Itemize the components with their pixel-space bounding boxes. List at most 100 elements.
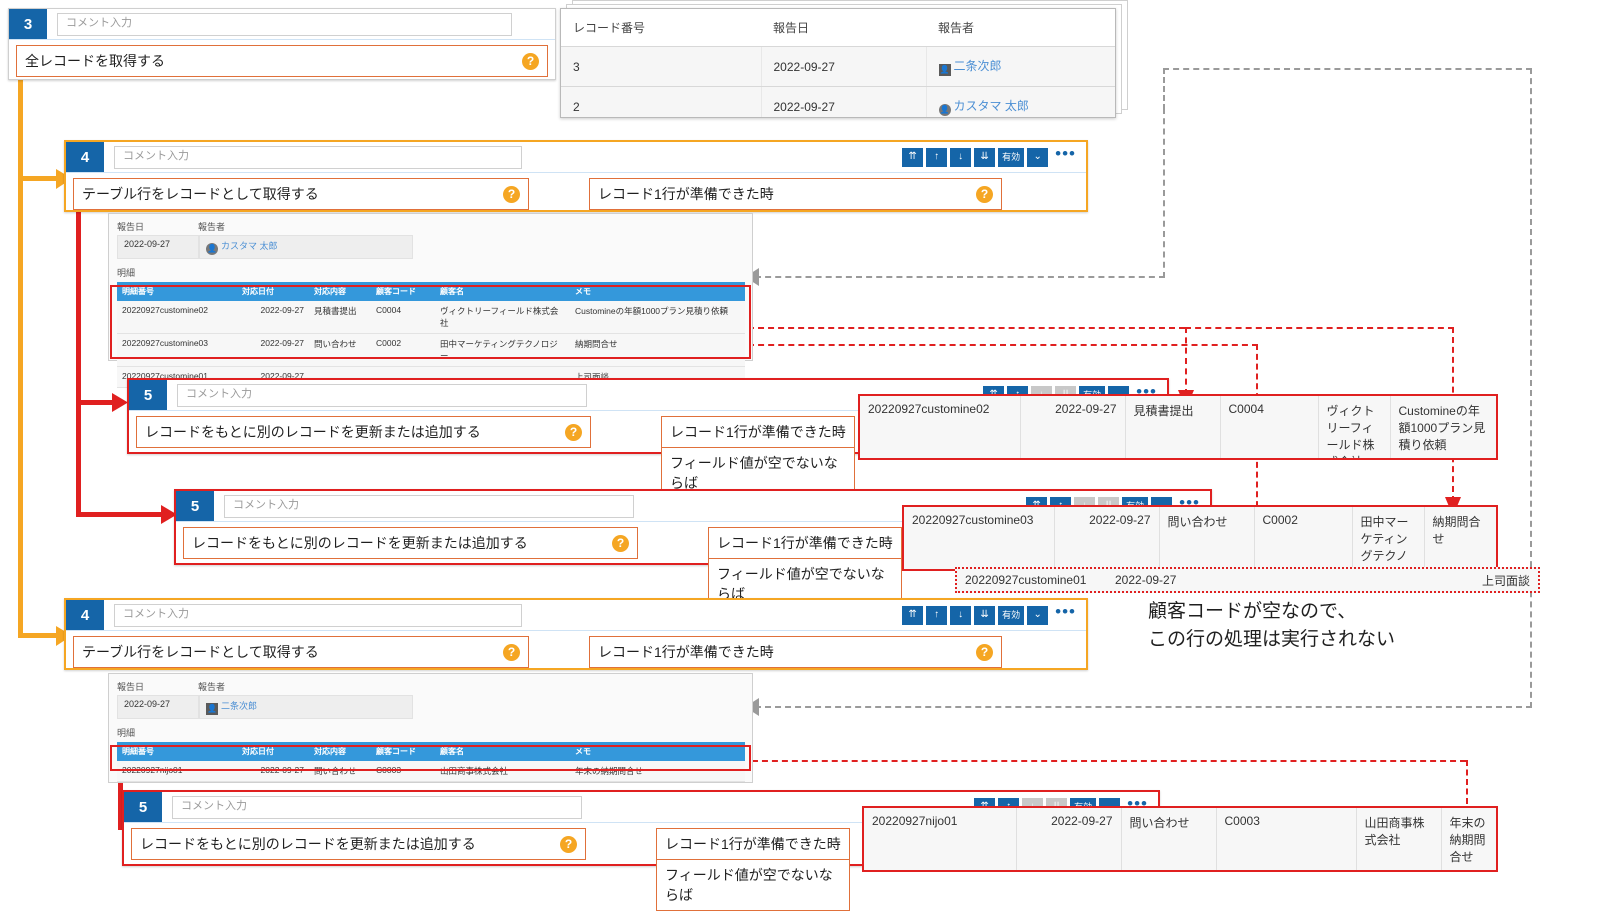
dashed-red-down-a (1185, 327, 1187, 395)
help-icon[interactable]: ? (522, 52, 539, 70)
dashed-grey-left-a (1163, 68, 1165, 110)
cell-customer-code[interactable]: C0003 (1216, 808, 1357, 870)
more-menu-icon[interactable]: ••• (1055, 144, 1076, 163)
cell-customer-code[interactable]: C0004 (371, 301, 435, 334)
step-4a-action-box[interactable]: テーブル行をレコードとして取得する ? (73, 178, 529, 210)
table-row[interactable]: 20220927customine02 2022-09-27 見積書提出 C00… (117, 301, 745, 334)
cell-customer-name: 山田商事株式会社 (1356, 808, 1442, 870)
table-row[interactable]: 20220927customine03 2022-09-27 問い合わせ C00… (904, 507, 1496, 569)
cell-date: 2022-09-27 (237, 301, 309, 334)
dashed-red-top-a (748, 327, 1185, 329)
connector-red-trunk-a (76, 212, 81, 512)
table-row[interactable]: 3 2022-09-27 👤二条次郎 (561, 46, 1115, 87)
step-4a-condition-box[interactable]: レコード1行が準備できた時 ? (589, 178, 1002, 210)
cell-date: 2022-09-27 (1020, 396, 1126, 458)
annotation-text: 顧客コードが空なので、 この行の処理は実行されない (1148, 598, 1548, 653)
more-menu-icon[interactable]: ••• (1055, 602, 1076, 621)
skipped-row-memo: 上司面談 (1481, 573, 1530, 588)
step-5a-condition-1[interactable]: レコード1行が準備できた時 (661, 416, 855, 448)
step-5b-comment-input[interactable]: コメント入力 (224, 495, 634, 518)
step-4a-comment-input[interactable]: コメント入力 (114, 146, 522, 169)
reporter-link[interactable]: 二条次郎 (953, 59, 1002, 73)
help-icon[interactable]: ? (612, 534, 629, 552)
reporter-link[interactable]: カスタマ 太郎 (953, 99, 1029, 113)
cell-content: 問い合わせ (1121, 808, 1217, 870)
step-5c-comment-input[interactable]: コメント入力 (172, 796, 582, 819)
move-top-button[interactable]: ⇈ (902, 147, 924, 167)
chevron-down-icon[interactable]: ⌄ (1027, 605, 1049, 625)
move-bottom-button[interactable]: ⇊ (974, 147, 996, 167)
dashed-red-c-join (748, 344, 1258, 346)
cell-meisai-no: 20220927customine02 (117, 301, 237, 334)
step-4b-action-box[interactable]: テーブル行をレコードとして取得する ? (73, 636, 529, 668)
dashed-grey-drop-a (1163, 108, 1165, 278)
skipped-row-no: 20220927customine01 (965, 573, 1087, 587)
reporter-link[interactable]: 二条次郎 (221, 701, 258, 711)
table-row[interactable]: 20220927nijo01 2022-09-27 問い合わせ C0003 山田… (864, 808, 1496, 870)
step-4b-comment-input[interactable]: コメント入力 (114, 604, 522, 627)
record-list-col-date: 報告日 (761, 9, 926, 47)
enabled-badge[interactable]: 有効 (998, 147, 1025, 167)
move-down-button[interactable]: ↓ (950, 605, 972, 625)
help-icon[interactable]: ? (976, 185, 993, 203)
step-5a-body: レコードをもとに別のレコードを更新または追加する ? レコード1行が準備できた時… (129, 411, 1167, 504)
detail-panel-b: 報告日 報告者 2022-09-27 👤二条次郎 明細 明細番号 対応日付 対応… (108, 673, 753, 783)
cell-memo: 納期問合せ (1424, 507, 1496, 569)
table-row[interactable]: 2 2022-09-27 👤カスタマ 太郎 (561, 86, 1115, 117)
reporter-label: 報告者 (198, 222, 226, 232)
subtable-label: 明細 (117, 728, 136, 738)
step-3-comment-input[interactable]: コメント入力 (57, 13, 512, 36)
dashed-grey-vertical (1530, 68, 1532, 708)
cell-date: 2022-09-27 (237, 761, 309, 782)
move-bottom-button[interactable]: ⇊ (974, 605, 996, 625)
col-meisai-no: 明細番号 (117, 742, 237, 761)
step-5b-action-box[interactable]: レコードをもとに別のレコードを更新または追加する ? (183, 527, 638, 559)
reporter-value: 👤カスタマ 太郎 (199, 235, 413, 259)
cell-customer-code[interactable]: C0003 (371, 761, 435, 782)
cell-customer-code[interactable]: C0004 (1220, 396, 1319, 458)
help-icon[interactable]: ? (503, 643, 520, 661)
move-top-button[interactable]: ⇈ (902, 605, 924, 625)
step-5b-condition-1[interactable]: レコード1行が準備できた時 (708, 527, 902, 559)
cell-customer-code[interactable]: C0002 (1254, 507, 1353, 569)
table-row[interactable]: 20220927customine02 2022-09-27 見積書提出 C00… (860, 396, 1496, 458)
help-icon[interactable]: ? (976, 643, 993, 661)
step-4b-card[interactable]: 4 コメント入力 ⇈ ↑ ↓ ⇊ 有効 ⌄ ••• テーブル行をレコードとして取… (64, 598, 1088, 670)
table-row[interactable]: 20220927customine03 2022-09-27 問い合わせ C00… (117, 333, 745, 367)
detail-b-header-row: 明細番号 対応日付 対応内容 顧客コード 顧客名 メモ (117, 742, 745, 761)
cell-customer-code[interactable]: C0002 (371, 333, 435, 367)
cell-content: 問い合わせ (309, 761, 371, 782)
chevron-down-icon[interactable]: ⌄ (1027, 147, 1049, 167)
move-up-button[interactable]: ↑ (926, 605, 948, 625)
avatar-square-icon: 👤 (206, 703, 218, 715)
step-5a-comment-input[interactable]: コメント入力 (177, 384, 587, 407)
dashed-red-bottom-down (1466, 760, 1468, 823)
help-icon[interactable]: ? (565, 423, 582, 441)
step-5c-action-box[interactable]: レコードをもとに別のレコードを更新または追加する ? (131, 828, 586, 860)
step-4a-card[interactable]: 4 コメント入力 ⇈ ↑ ↓ ⇊ 有効 ⌄ ••• テーブル行をレコードとして取… (64, 140, 1088, 212)
reporter-link[interactable]: カスタマ 太郎 (221, 241, 278, 251)
step-4b-number: 4 (66, 600, 104, 630)
move-up-button[interactable]: ↑ (926, 147, 948, 167)
help-icon[interactable]: ? (503, 185, 520, 203)
step-4b-condition-box[interactable]: レコード1行が準備できた時 ? (589, 636, 1002, 668)
step-5c-condition-2[interactable]: フィールド値が空でないならば (656, 860, 850, 911)
table-row[interactable]: 20220927nijo01 2022-09-27 問い合わせ C0003 山田… (117, 761, 745, 782)
cell-date: 2022-09-27 (1016, 808, 1122, 870)
arrowhead-red-step5a (112, 393, 128, 412)
help-icon[interactable]: ? (560, 835, 577, 853)
step-3-card[interactable]: 3 コメント入力 全レコードを取得する ? (8, 8, 556, 80)
cell-date: 2022-09-27 (1054, 507, 1160, 569)
step-3-action-box[interactable]: 全レコードを取得する ? (16, 45, 548, 77)
move-down-button[interactable]: ↓ (950, 147, 972, 167)
cell-memo: Customineの年額1000プラン見積り依頼 (1390, 396, 1496, 458)
cell-memo: 年末の納期問合せ (1441, 808, 1496, 870)
step-5c-condition-1[interactable]: レコード1行が準備できた時 (656, 828, 850, 860)
step-5a-action-box[interactable]: レコードをもとに別のレコードを更新または追加する ? (136, 416, 591, 448)
cell-meisai-no: 20220927nijo01 (864, 808, 1017, 870)
enabled-badge[interactable]: 有効 (998, 605, 1025, 625)
connector-red-to-step5b (76, 512, 171, 517)
arrowhead-red-step5b (161, 505, 177, 524)
step-3-number: 3 (9, 9, 47, 39)
detail-a-field-labels: 報告日 報告者 (117, 220, 744, 233)
